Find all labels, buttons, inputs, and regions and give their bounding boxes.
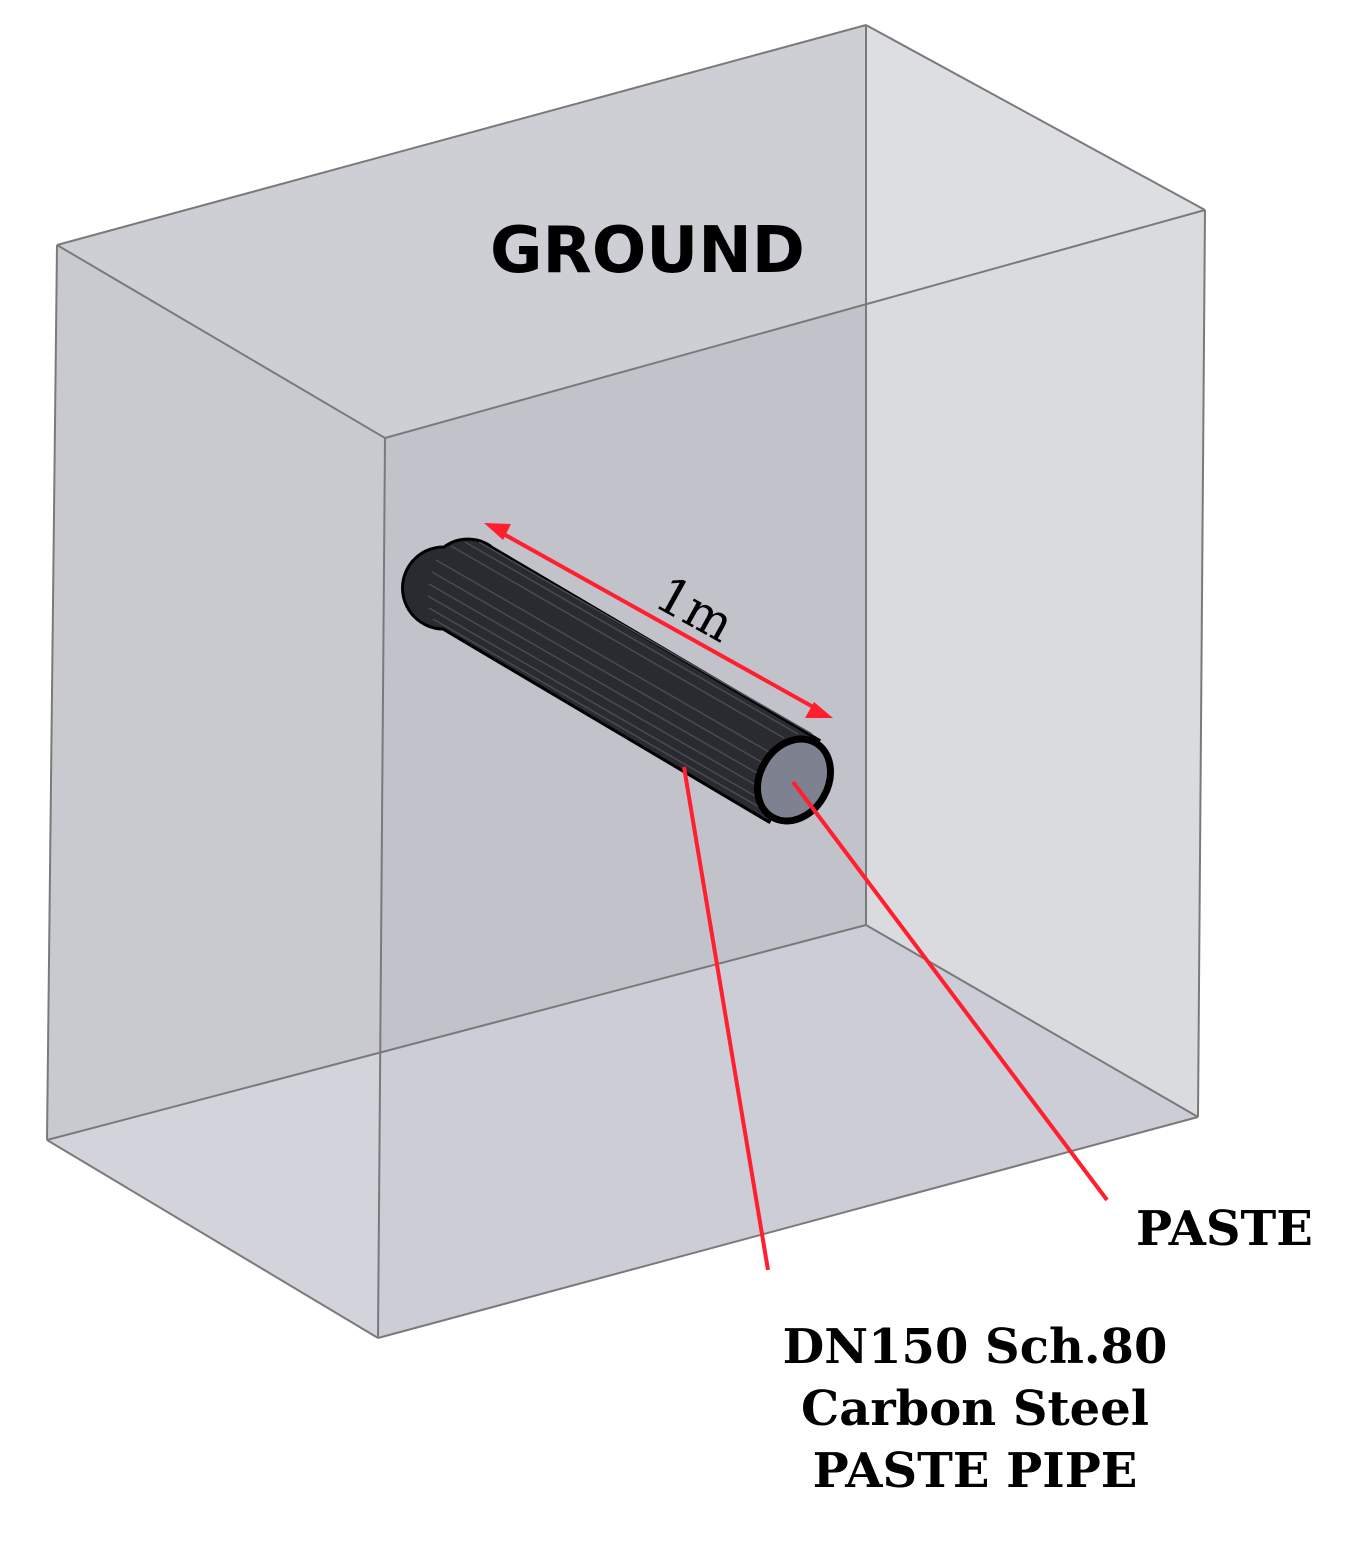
pipe-label-line-3: PASTE PIPE (813, 1443, 1138, 1499)
arrowhead-start (484, 523, 511, 540)
box-top-face (57, 25, 1205, 438)
paste-leader-line (791, 780, 1109, 1202)
box-edges (46, 24, 1206, 1339)
pipe-label-line-1: DN150 Sch.80 (783, 1319, 1168, 1375)
pipe-label-line-2: Carbon Steel (801, 1381, 1149, 1437)
dimension-line (499, 530, 816, 710)
paste-label: PASTE (1136, 1201, 1313, 1257)
box-left-face (47, 245, 385, 1338)
paste-pipe (401, 537, 834, 825)
arrowhead-end (805, 702, 833, 718)
pipe-leader-line (682, 766, 770, 1271)
pipe-end-cap (754, 735, 834, 825)
pipe-body (401, 537, 822, 825)
dimension-arrow (484, 523, 833, 718)
pipe-stripes (427, 541, 813, 812)
ground-label: GROUND (490, 214, 805, 288)
